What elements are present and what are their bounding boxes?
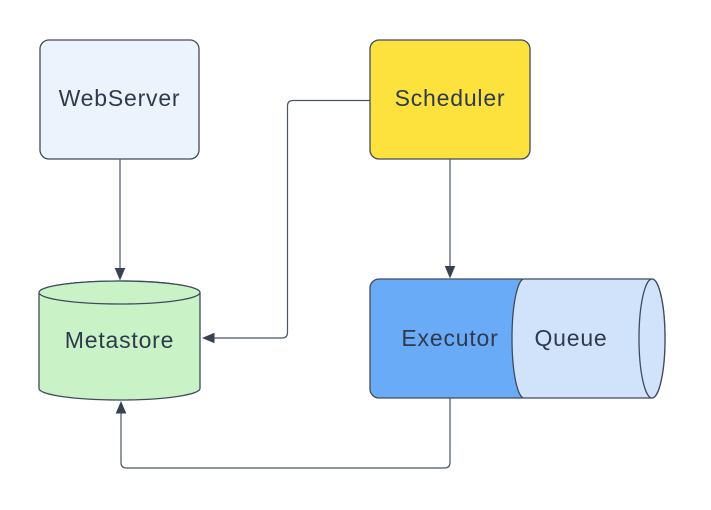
edge-webserver-to-metastore	[114, 159, 126, 281]
node-queue[interactable]: Queue	[511, 278, 666, 399]
queue-label: Queue	[534, 325, 607, 351]
executor-label: Executor	[401, 325, 498, 351]
edge-scheduler-to-metastore	[202, 99, 370, 344]
webserver-shape[interactable]	[39, 39, 200, 160]
node-scheduler[interactable]: Scheduler	[369, 39, 531, 160]
node-webserver[interactable]: WebServer	[39, 39, 200, 160]
edge-executor-metastore-line	[120, 398, 451, 469]
edge-scheduler-to-executor	[444, 159, 456, 279]
scheduler-label: Scheduler	[395, 85, 506, 111]
scheduler-shape[interactable]	[369, 39, 531, 160]
queue-end-cap	[638, 278, 666, 399]
node-metastore[interactable]: Metastore	[38, 280, 201, 401]
metastore-top-cap	[38, 280, 201, 305]
metastore-label: Metastore	[65, 327, 174, 353]
edge-executor-to-metastore	[115, 398, 451, 469]
edge-webserver-metastore-arrowhead	[114, 268, 126, 281]
edge-scheduler-executor-arrowhead	[444, 266, 456, 279]
webserver-label: WebServer	[59, 85, 181, 111]
edge-scheduler-metastore-line	[213, 99, 370, 339]
edge-executor-metastore-arrowhead	[115, 401, 127, 414]
edge-scheduler-metastore-arrowhead	[202, 332, 215, 344]
